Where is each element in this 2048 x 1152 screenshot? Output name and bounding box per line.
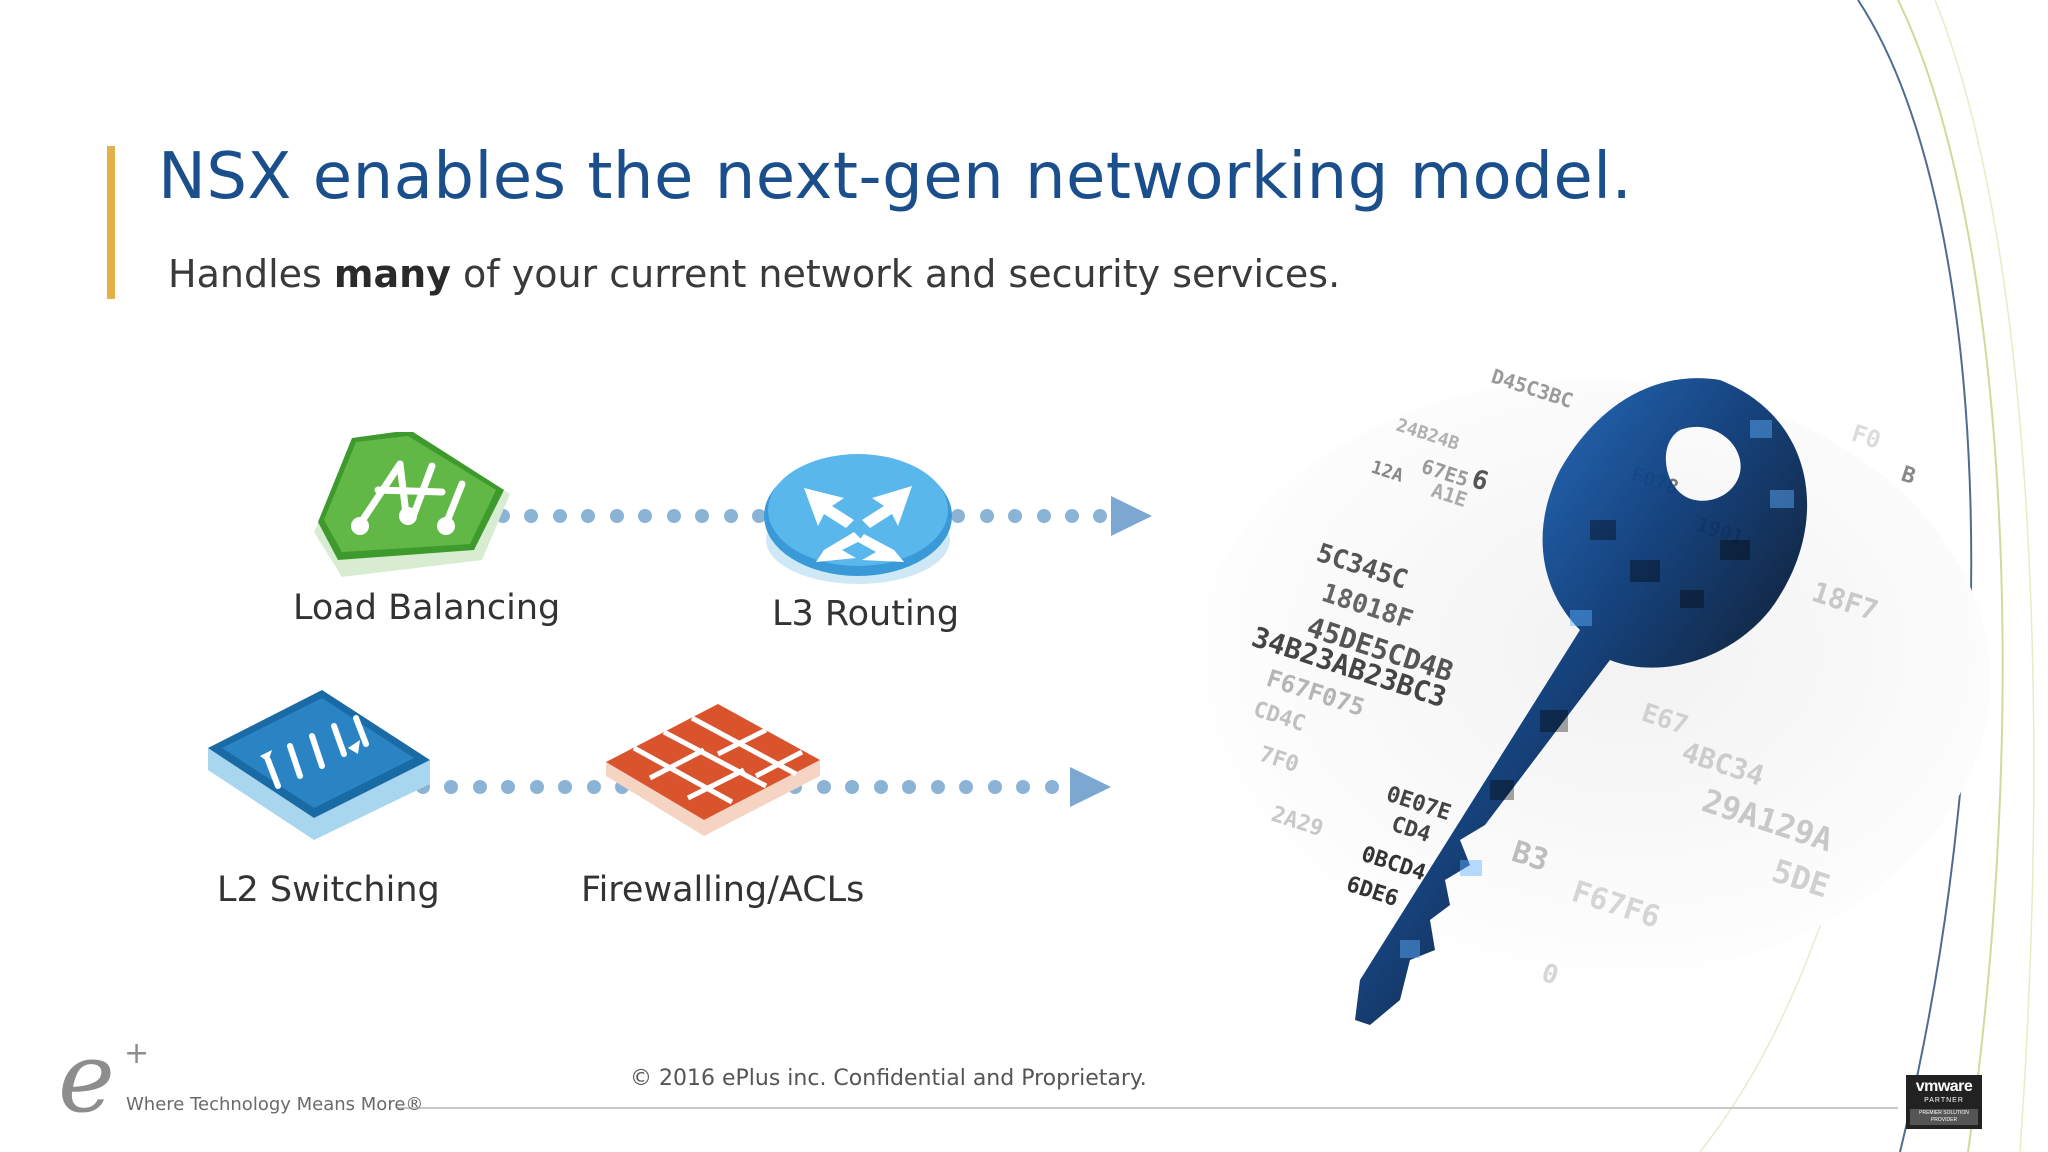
top-connector — [496, 509, 1107, 523]
subtitle-text-start: Handles — [168, 252, 334, 296]
hex-text: F0 — [1848, 419, 1884, 455]
subtitle-emphasis: many — [333, 252, 451, 296]
digital-key-icon: D45C3BC 12A 24B24B 67E5 A1E 6 5C345C 180… — [1190, 364, 1990, 1025]
top-arrow-head — [1111, 496, 1152, 536]
eplus-logo: e — [58, 1022, 115, 1134]
bottom-arrow-head — [1070, 767, 1111, 807]
hex-text: B — [1898, 462, 1918, 490]
vmware-brand: vmware — [1915, 1078, 1973, 1095]
firewall-icon — [606, 704, 820, 836]
service-label-firewalling: Firewalling/ACLs — [581, 870, 865, 910]
vmware-partner-badge: vmware PARTNER PREMIER SOLUTION PROVIDER — [1906, 1075, 1982, 1129]
footer-tagline: Where Technology Means More® — [126, 1094, 424, 1115]
subtitle-text-end: of your current network and security ser… — [450, 252, 1341, 296]
eplus-logo-plus: + — [124, 1036, 150, 1071]
service-label-load-balancing: Load Balancing — [293, 588, 561, 628]
title-accent-bar — [107, 146, 115, 299]
router-icon — [764, 454, 952, 584]
footer-copyright: © 2016 ePlus inc. Confidential and Propr… — [630, 1066, 1147, 1091]
load-balancer-icon — [314, 432, 510, 577]
footer-divider — [398, 1107, 1898, 1109]
service-label-l3-routing: L3 Routing — [772, 594, 960, 634]
vmware-tier-label: PREMIER SOLUTION PROVIDER — [1910, 1109, 1978, 1125]
page-title: NSX enables the next-gen networking mode… — [158, 140, 1633, 214]
vmware-partner-label: PARTNER — [1924, 1097, 1964, 1104]
service-label-l2-switching: L2 Switching — [217, 870, 440, 910]
page-subtitle: Handles many of your current network and… — [168, 252, 1340, 296]
switch-icon — [208, 690, 430, 840]
key-shape — [1355, 378, 1808, 1025]
